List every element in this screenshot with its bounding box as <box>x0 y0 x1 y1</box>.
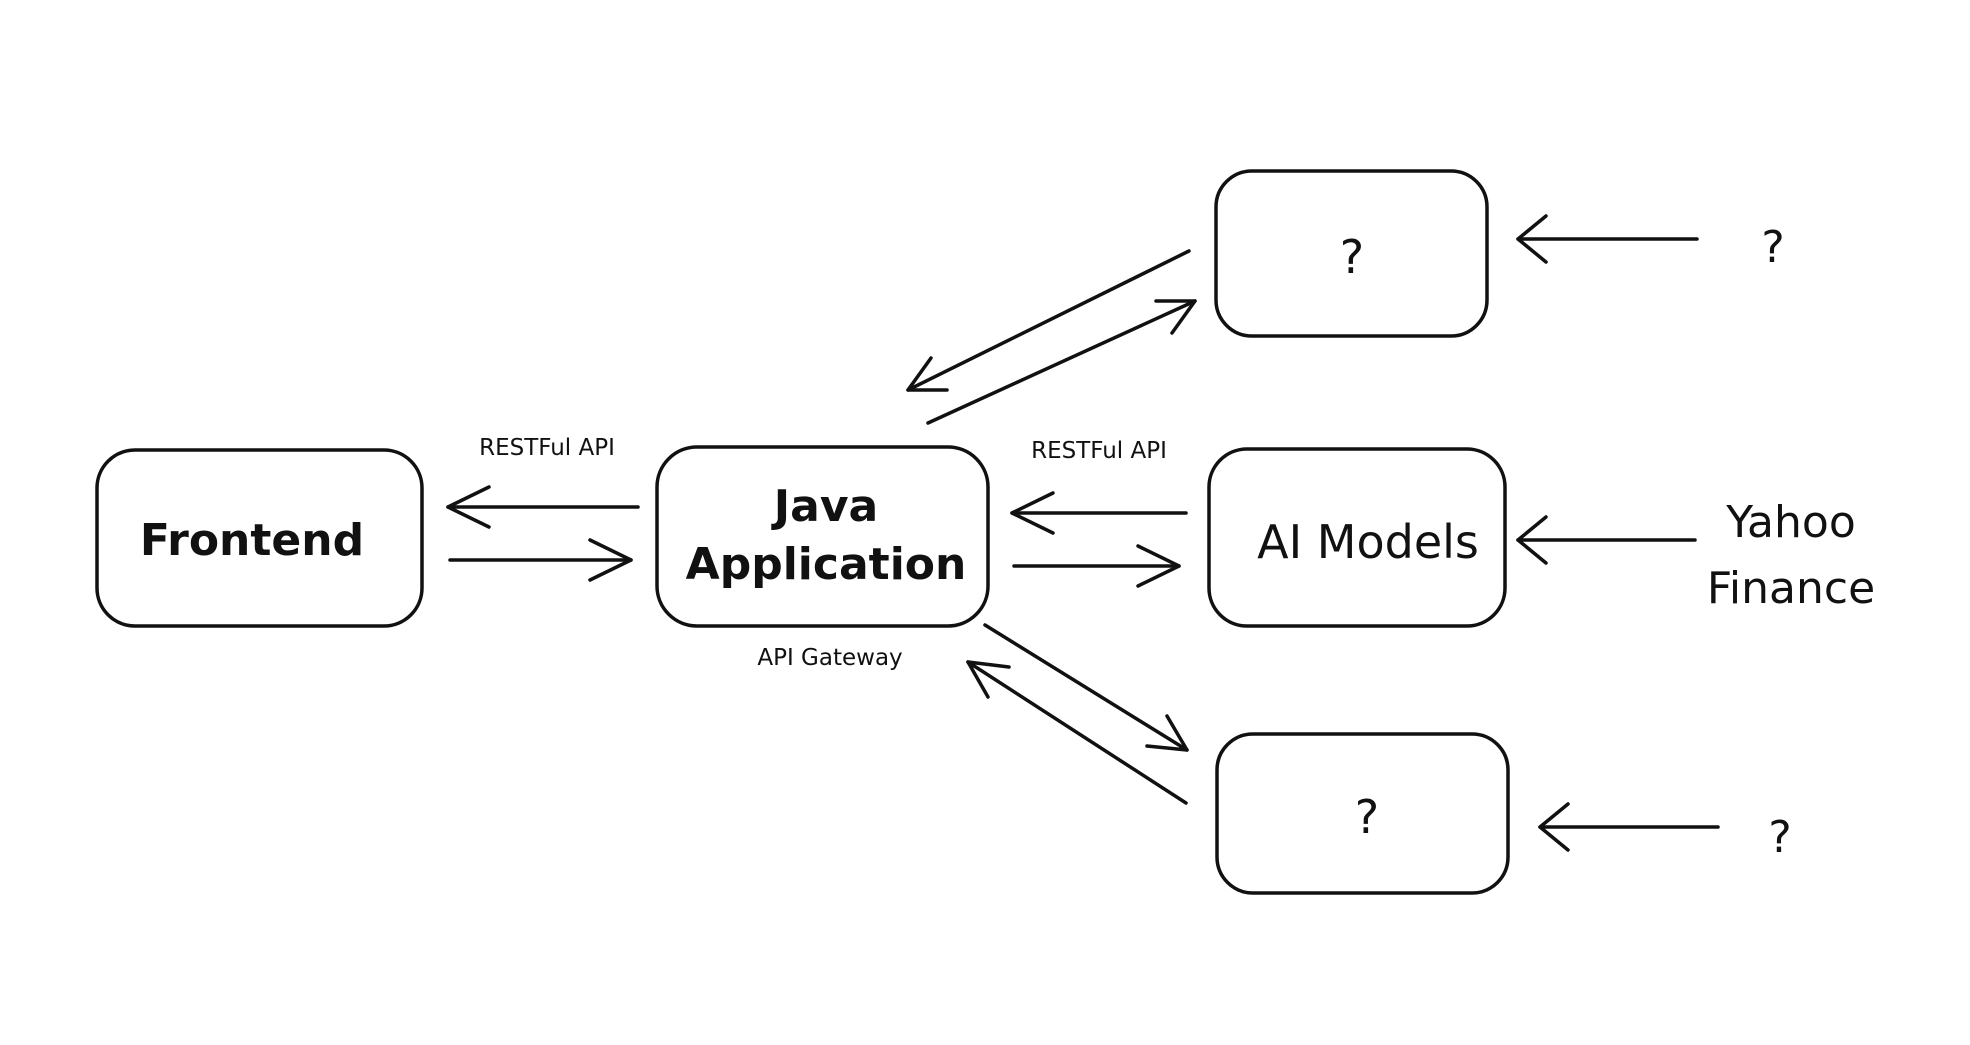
api-gateway-label: API Gateway <box>757 645 902 671</box>
top-service-label: ? <box>1340 230 1364 284</box>
java-application-box <box>655 445 990 628</box>
bottom-service-node: ? <box>1215 732 1510 895</box>
bottom-service-label: ? <box>1355 790 1379 844</box>
frontend-box <box>95 448 424 628</box>
frontend-java-protocol-label: RESTFul API <box>479 435 615 461</box>
arrow-bottom-service-to-java <box>966 660 1188 805</box>
bottom-service-box <box>1215 732 1510 895</box>
arrow-top-service-to-java <box>906 249 1191 392</box>
arrow-java-to-top-service <box>926 299 1197 425</box>
yahoo-finance-label-line2: Finance <box>1707 563 1875 614</box>
arrow-java-to-ai <box>1012 544 1181 588</box>
java-application-label-line2: Application <box>686 539 967 590</box>
java-application-node: Java Application <box>655 445 990 628</box>
java-application-label-line1: Java <box>771 481 878 532</box>
ai-models-node: AI Models <box>1207 447 1507 628</box>
java-ai-protocol-label: RESTFul API <box>1031 438 1167 464</box>
frontend-label: Frontend <box>140 515 364 566</box>
top-service-box <box>1214 169 1489 338</box>
arrow-java-to-bottom-service <box>983 623 1189 752</box>
ai-models-label: AI Models <box>1257 515 1479 569</box>
arrow-bottom-source-to-bottom-service <box>1538 802 1720 852</box>
yahoo-finance-label-line1: Yahoo <box>1725 497 1856 548</box>
frontend-node: Frontend <box>95 448 424 628</box>
arrow-ai-to-java <box>1010 491 1188 535</box>
arrow-java-to-frontend <box>446 485 640 529</box>
top-service-node: ? <box>1214 169 1489 338</box>
arrow-yahoo-finance-to-ai-models <box>1516 515 1697 565</box>
ai-models-box <box>1207 447 1507 628</box>
bottom-source-label: ? <box>1768 812 1791 863</box>
arrow-frontend-to-java <box>448 538 633 582</box>
arrow-top-source-to-top-service <box>1516 214 1699 264</box>
top-source-label: ? <box>1761 222 1784 273</box>
